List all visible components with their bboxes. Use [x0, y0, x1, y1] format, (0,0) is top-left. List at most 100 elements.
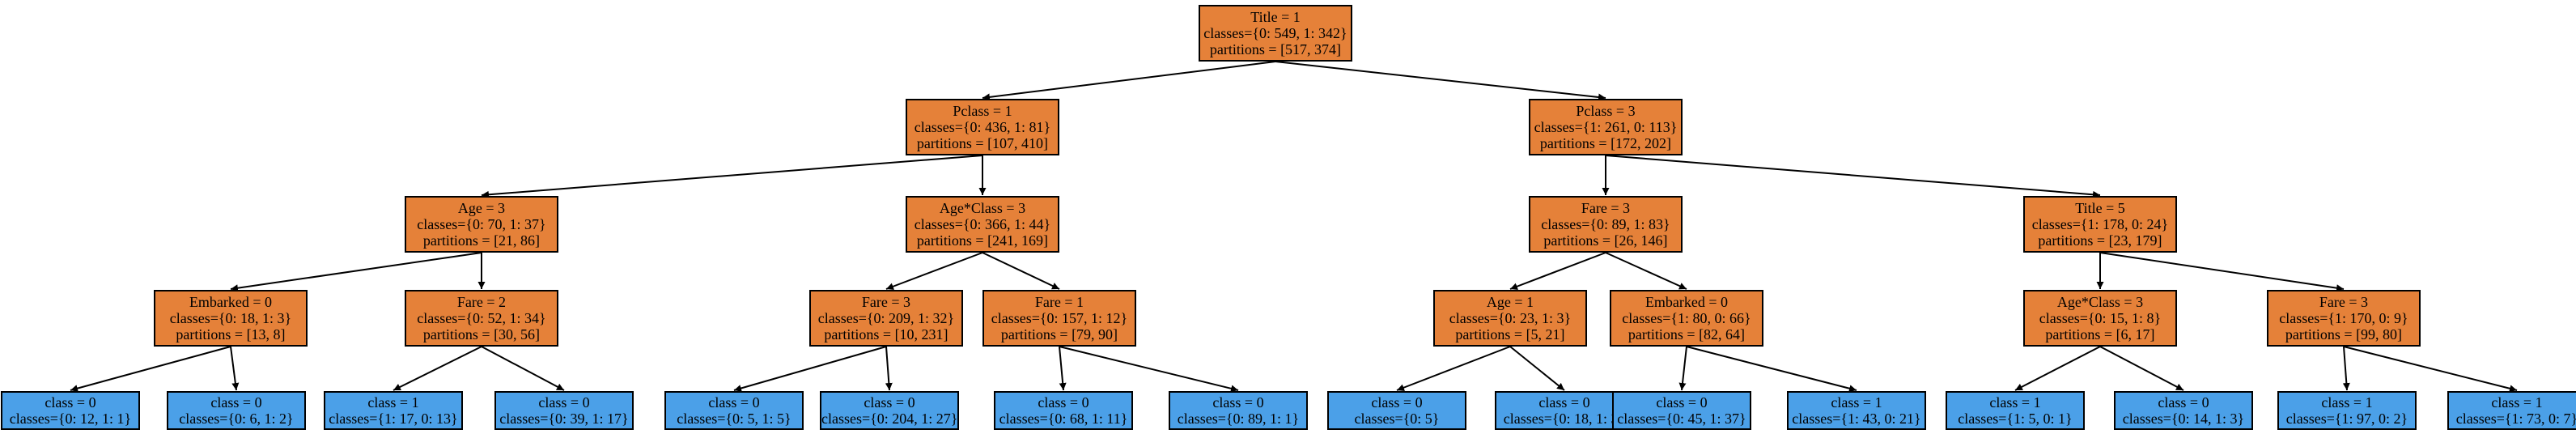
node-label-line: Embarked = 0 — [189, 294, 273, 310]
node-label-line: classes={1: 73, 0: 7} — [2455, 411, 2576, 427]
node-label-line: classes={0: 89, 1: 83} — [1541, 216, 1670, 232]
node-label-line: class = 0 — [2158, 394, 2209, 411]
node-label-line: classes={0: 70, 1: 37} — [417, 216, 546, 232]
edge-n13-l13 — [2099, 346, 2184, 391]
node-label-line: Embarked = 0 — [1644, 294, 1729, 310]
node-label-line: class = 0 — [1038, 394, 1089, 411]
node-label-line: partitions = [21, 86] — [422, 232, 541, 249]
edge-n14-l14 — [2342, 346, 2350, 391]
node-label-line: class = 0 — [45, 394, 96, 411]
node-label-line: partitions = [172, 202] — [1539, 135, 1672, 151]
edge-n12-l10 — [1678, 346, 1687, 391]
edge-n12-l11 — [1686, 346, 1857, 393]
node-label-line: class = 0 — [1656, 394, 1708, 411]
node-label-line: classes={0: 39, 1: 17} — [499, 411, 629, 427]
node-label-line: classes={0: 18, 1: 3} — [1503, 411, 1626, 427]
node-label-line: class = 0 — [210, 394, 262, 411]
node-label-line: partitions = [23, 179] — [2038, 232, 2162, 249]
node-label-line: classes={0: 549, 1: 342} — [1203, 25, 1347, 41]
node-label-line: classes={0: 5, 1: 5} — [677, 411, 791, 427]
node-label-line: classes={0: 6, 1: 2} — [179, 411, 294, 427]
node-label-line: Age = 1 — [1486, 294, 1534, 310]
node-label-line: classes={0: 436, 1: 81} — [914, 119, 1051, 135]
node-label-line: class = 0 — [864, 394, 915, 411]
edge-n2-n6 — [1605, 155, 2101, 198]
node-label-line: classes={1: 178, 0: 24} — [2031, 216, 2169, 232]
node-label-line: classes={0: 15, 1: 8} — [2039, 310, 2162, 326]
node-label-line: Age*Class = 3 — [939, 200, 1026, 216]
node-label-line: partitions = [30, 56] — [422, 326, 541, 343]
node-label-line: classes={1: 80, 0: 66} — [1622, 310, 1751, 326]
edge-n3-n7 — [230, 252, 482, 292]
edge-n11-l8 — [1396, 346, 1511, 391]
node-label-line: partitions = [26, 146] — [1543, 232, 1668, 249]
node-label-line: Fare = 3 — [1581, 200, 1631, 216]
node-label-line: classes={1: 43, 0: 21} — [1792, 411, 1921, 427]
node-label-line: Title = 1 — [1250, 9, 1301, 25]
edge-n11-l9 — [1509, 346, 1565, 391]
node-label-line: classes={0: 68, 1: 11} — [999, 411, 1128, 427]
edge-n0-n2 — [1275, 61, 1606, 101]
node-label-line: classes={0: 209, 1: 32} — [817, 310, 955, 326]
node-label-line: class = 0 — [1212, 394, 1264, 411]
node-label-line: partitions = [241, 169] — [916, 232, 1049, 249]
node-label-line: classes={0: 14, 1: 3} — [2122, 411, 2245, 427]
edge-n5-n12 — [1605, 252, 1687, 290]
node-label-line: Fare = 3 — [2319, 294, 2369, 310]
node-label-line: classes={0: 366, 1: 44} — [914, 216, 1051, 232]
edge-n10-l6 — [1059, 346, 1067, 391]
node-label-line: classes={0: 204, 1: 27} — [821, 411, 958, 427]
node-label-line: class = 1 — [367, 394, 419, 411]
node-label-line: classes={0: 45, 1: 37} — [1617, 411, 1746, 427]
node-label-line: partitions = [13, 8] — [176, 326, 286, 343]
node-label-line: partitions = [10, 231] — [824, 326, 948, 343]
node-label-line: Age = 3 — [457, 200, 506, 216]
edge-n14-l15 — [2343, 346, 2518, 393]
node-label-line: class = 0 — [1538, 394, 1590, 411]
edge-n4-n10 — [982, 252, 1060, 290]
node-label-line: partitions = [99, 80] — [2285, 326, 2403, 343]
edge-n8-l2 — [393, 346, 482, 391]
node-label-line: class = 1 — [2321, 394, 2373, 411]
node-label-line: classes={1: 97, 0: 2} — [2285, 411, 2408, 427]
edge-n7-l1 — [230, 346, 240, 391]
node-label-line: Age*Class = 3 — [2056, 294, 2144, 310]
node-label-line: Fare = 2 — [456, 294, 507, 310]
node-label-line: partitions = [82, 64] — [1628, 326, 1746, 343]
edge-n7-l0 — [70, 346, 231, 392]
node-label-line: classes={1: 170, 0: 9} — [2279, 310, 2408, 326]
node-label-line: Fare = 1 — [1034, 294, 1084, 310]
node-label-line: classes={0: 89, 1: 1} — [1177, 411, 1300, 427]
node-label-line: class = 1 — [2491, 394, 2543, 411]
node-label-line: classes={1: 17, 0: 13} — [329, 411, 458, 427]
edge-n13-l12 — [2014, 346, 2101, 391]
edge-n8-l3 — [481, 346, 565, 391]
